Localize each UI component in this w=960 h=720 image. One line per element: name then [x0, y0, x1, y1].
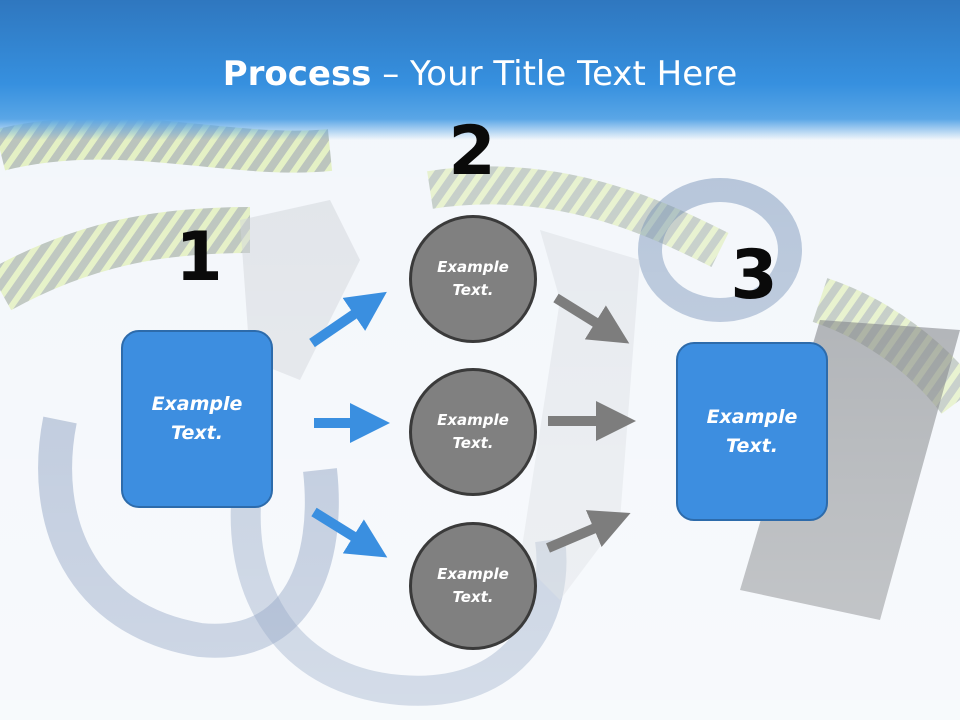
step-number-1: 1 [175, 218, 223, 297]
circle-top[interactable]: Example Text. [409, 215, 537, 343]
title-bold-word: Process [222, 54, 372, 94]
circle-middle-text: Example Text. [437, 411, 509, 452]
step-number-3: 3 [730, 236, 778, 315]
step-3-text: Example Text. [706, 405, 798, 457]
step-3-box[interactable]: Example Text. [676, 342, 828, 521]
circle-top-text: Example Text. [437, 258, 509, 299]
step-1-box[interactable]: Example Text. [121, 330, 273, 508]
slide-title: Process – Your Title Text Here [0, 52, 960, 96]
step-1-text: Example Text. [151, 393, 243, 444]
title-bar: Process – Your Title Text Here [0, 0, 960, 140]
arrow-1-to-bottom [311, 507, 388, 558]
circle-bottom-text: Example Text. [437, 565, 509, 606]
arrow-bottom-to-3 [546, 510, 631, 553]
circle-bottom[interactable]: Example Text. [409, 522, 537, 650]
step-number-2: 2 [448, 112, 496, 191]
circle-middle[interactable]: Example Text. [409, 368, 537, 496]
arrow-top-to-3 [553, 293, 630, 344]
arrow-1-to-top [309, 291, 387, 348]
title-rest: – Your Title Text Here [371, 54, 738, 94]
